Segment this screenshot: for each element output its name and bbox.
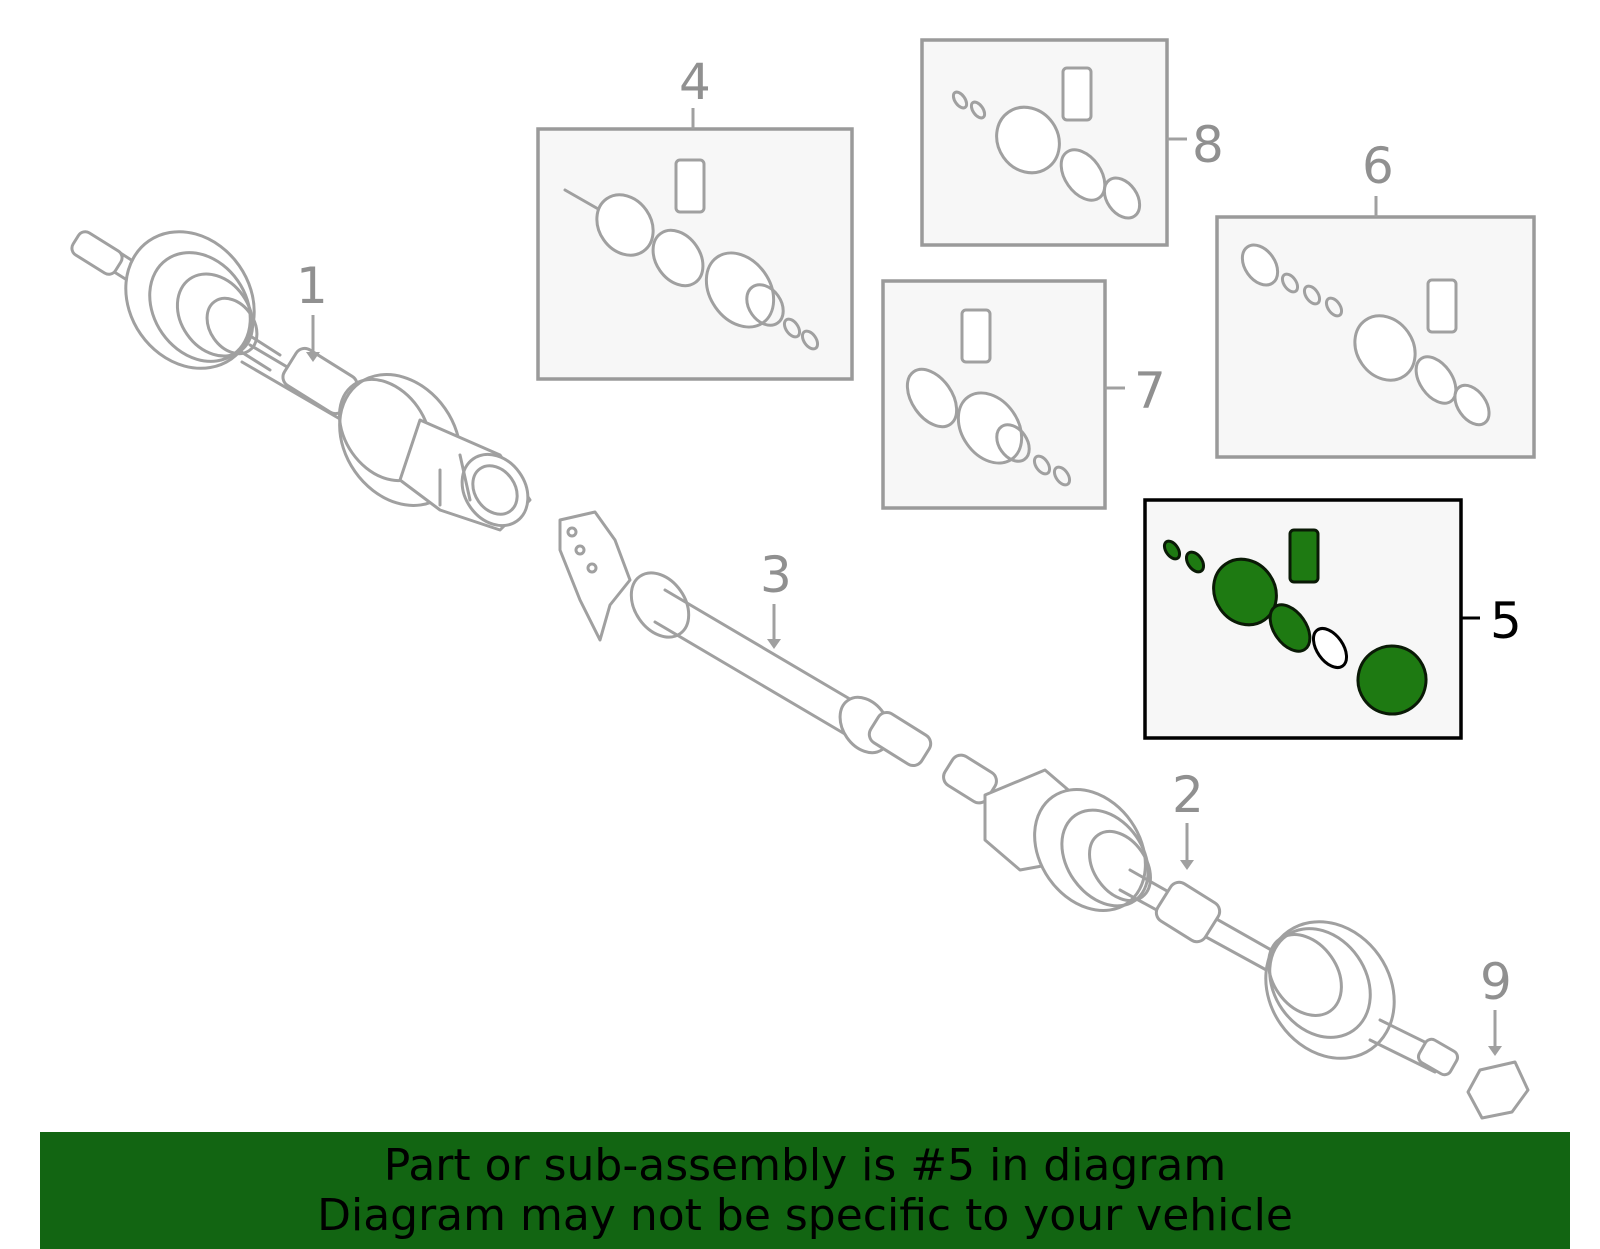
part-2-axle-shaft <box>942 753 1460 1077</box>
callout-6: 6 <box>1362 137 1394 195</box>
kit-box-6 <box>1215 196 1536 459</box>
callout-1: 1 <box>296 257 328 315</box>
kit-box-7 <box>881 279 1125 510</box>
part-1-axle-shaft <box>70 230 532 532</box>
callout-7: 7 <box>1134 362 1166 420</box>
banner-line-2: Diagram may not be specific to your vehi… <box>317 1189 1293 1241</box>
callout-9: 9 <box>1480 953 1512 1011</box>
callout-arrows <box>306 315 1502 1056</box>
callout-3: 3 <box>760 546 792 604</box>
kit-box-4 <box>536 108 854 381</box>
banner-line-1: Part or sub-assembly is #5 in diagram <box>383 1139 1227 1191</box>
part-3-intermediate-shaft <box>558 510 933 768</box>
callout-4: 4 <box>679 53 711 111</box>
kit-box-5-highlighted[interactable] <box>1143 498 1480 740</box>
callout-8: 8 <box>1192 116 1224 174</box>
part-9-hex-nut <box>1466 1060 1530 1120</box>
callout-2: 2 <box>1172 766 1204 824</box>
callout-5[interactable]: 5 <box>1490 592 1522 650</box>
kit-box-8 <box>920 38 1187 247</box>
info-banner: Part or sub-assembly is #5 in diagram Di… <box>40 1132 1570 1249</box>
